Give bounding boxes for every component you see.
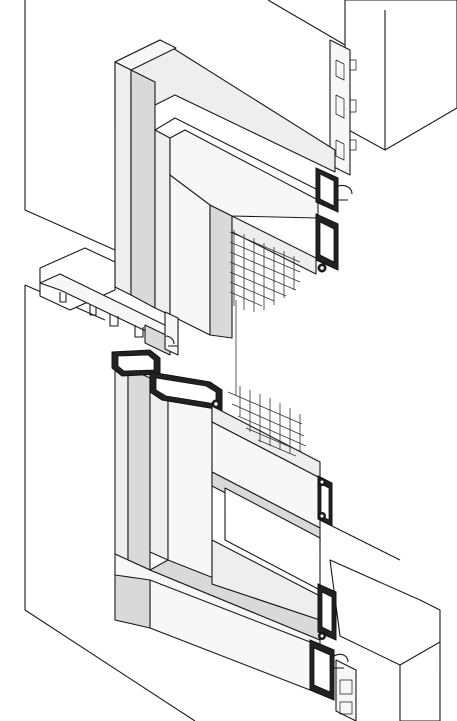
upper-rail-section: [315, 167, 339, 273]
upper-insect-mesh: [229, 230, 301, 312]
lower-head-section: [111, 349, 223, 411]
lower-insect-mesh: [227, 386, 307, 457]
lower-screen-frame: [111, 349, 349, 701]
frame-connector: [164, 311, 179, 356]
upper-wall-block: [24, 0, 457, 251]
lower-wall-block: [24, 247, 441, 721]
upper-screen-frame: [114, 39, 353, 339]
